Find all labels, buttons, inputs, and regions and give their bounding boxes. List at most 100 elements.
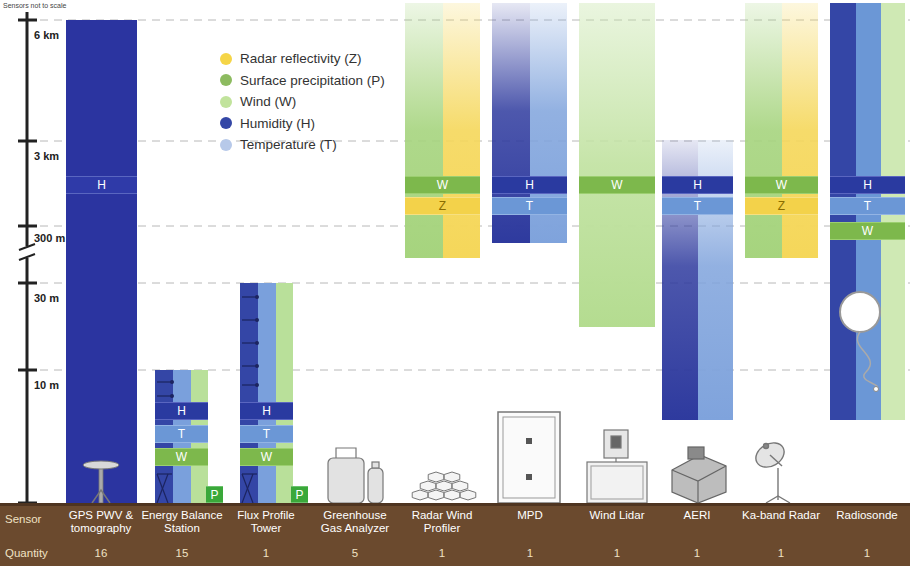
axis-label: 6 km <box>34 29 94 41</box>
profiler-reflectivity-bar <box>443 3 480 258</box>
sensor-name: MPD <box>489 509 571 522</box>
balloon <box>840 292 880 392</box>
legend-text: Humidity (H) <box>240 116 315 131</box>
flux-profile-tower <box>240 283 293 503</box>
aeri-icon <box>672 447 726 503</box>
antenna-hexagon <box>436 481 452 491</box>
legend-text: Temperature (T) <box>240 137 337 152</box>
row-heading: Sensor <box>5 513 61 526</box>
antenna-hexagon <box>452 481 468 491</box>
row-heading: Quantity <box>5 547 61 560</box>
sensor-band: W <box>405 176 480 194</box>
band-letter: Z <box>439 200 446 212</box>
band-letter: W <box>862 225 873 237</box>
ka-wind-bar <box>745 3 782 258</box>
sensor-band: T <box>240 425 293 443</box>
band-letter: T <box>526 200 533 212</box>
legend-swatch <box>220 139 232 151</box>
legend-row: Surface precipitation (P) <box>220 70 385 92</box>
sensor-band: H <box>155 402 208 420</box>
band-letter: H <box>97 179 106 191</box>
sensor-band: H <box>66 176 137 194</box>
antenna-hexagon <box>444 490 460 500</box>
sensor-band: T <box>155 425 208 443</box>
band-letter: T <box>694 200 701 212</box>
profiler-antenna-array <box>412 472 476 500</box>
quantity-value: 1 <box>422 547 462 560</box>
gas-analyzer-icon <box>328 448 383 503</box>
lidar-icon <box>587 430 647 503</box>
ground-band <box>0 503 910 566</box>
energy-balance-tower <box>155 370 208 503</box>
sensor-name: Flux Profile Tower <box>225 509 307 535</box>
gps-bar <box>66 20 137 503</box>
sensor-band: H <box>662 176 733 194</box>
sensor-name: GPS PWV & tomography <box>60 509 142 535</box>
quantity-value: 1 <box>761 547 801 560</box>
band-letter: H <box>863 179 872 191</box>
quantity-value: 1 <box>677 547 717 560</box>
legend-row: Wind (W) <box>220 91 385 113</box>
sensor-band: W <box>830 222 905 240</box>
sensor-band: H <box>240 402 293 420</box>
lidar-wind-bar <box>579 3 655 327</box>
antenna-hexagon <box>420 481 436 491</box>
ka-radar-icon <box>752 438 790 503</box>
sensor-band: W <box>240 448 293 466</box>
axis-label: 10 m <box>34 379 94 391</box>
height-axis <box>18 12 37 503</box>
legend-swatch <box>220 117 232 129</box>
legend-row: Humidity (H) <box>220 113 385 135</box>
axis-break <box>19 244 35 260</box>
antenna-hexagon <box>412 490 428 500</box>
sensor-name: AERI <box>656 509 738 522</box>
ka-reflectivity-bar <box>782 3 818 258</box>
sensor-name: Wind Lidar <box>576 509 658 522</box>
radiosonde-bar <box>830 3 905 420</box>
antenna-hexagon <box>460 490 476 500</box>
antenna-hexagon <box>428 472 444 482</box>
sensor-band: P <box>206 486 223 503</box>
quantity-value: 1 <box>597 547 637 560</box>
sensor-band: Z <box>745 197 818 215</box>
quantity-value: 16 <box>81 547 121 560</box>
legend-text: Radar reflectivity (Z) <box>240 51 362 66</box>
legend-swatch <box>220 96 232 108</box>
quantity-value: 1 <box>847 547 887 560</box>
scale-note: Sensors not to scale <box>3 2 143 10</box>
profiler-wind-bar <box>405 3 443 258</box>
axis-label: 30 m <box>34 292 94 304</box>
axis-label: 300 m <box>34 232 94 244</box>
legend-text: Surface precipitation (P) <box>240 73 385 88</box>
sensor-band: W <box>745 176 818 194</box>
legend-swatch <box>220 53 232 65</box>
legend-swatch <box>220 74 232 86</box>
antenna-hexagon <box>444 472 460 482</box>
sensor-band: T <box>492 197 567 215</box>
sensor-band: P <box>291 486 308 503</box>
band-letter: P <box>210 489 218 501</box>
legend: Radar reflectivity (Z) Surface precipitat… <box>220 48 385 156</box>
sensor-band: T <box>830 197 905 215</box>
band-letter: W <box>611 179 622 191</box>
band-letter: H <box>262 405 271 417</box>
quantity-value: 1 <box>246 547 286 560</box>
sensor-band: H <box>830 176 905 194</box>
quantity-value: 5 <box>335 547 375 560</box>
ground-edge <box>0 503 910 506</box>
sensor-band: Z <box>405 197 480 215</box>
legend-row: Temperature (T) <box>220 134 385 156</box>
sensor-band: W <box>579 176 655 194</box>
band-letter: W <box>176 451 187 463</box>
sensor-name: Greenhouse Gas Analyzer <box>314 509 396 535</box>
axis-label: 3 km <box>34 150 94 162</box>
band-letter: H <box>693 179 702 191</box>
sensor-band: W <box>155 448 208 466</box>
quantity-value: 15 <box>162 547 202 560</box>
sensor-name: Radar Wind Profiler <box>401 509 483 535</box>
band-letter: W <box>261 451 272 463</box>
legend-text: Wind (W) <box>240 94 296 109</box>
band-letter: T <box>864 200 871 212</box>
band-letter: W <box>776 179 787 191</box>
